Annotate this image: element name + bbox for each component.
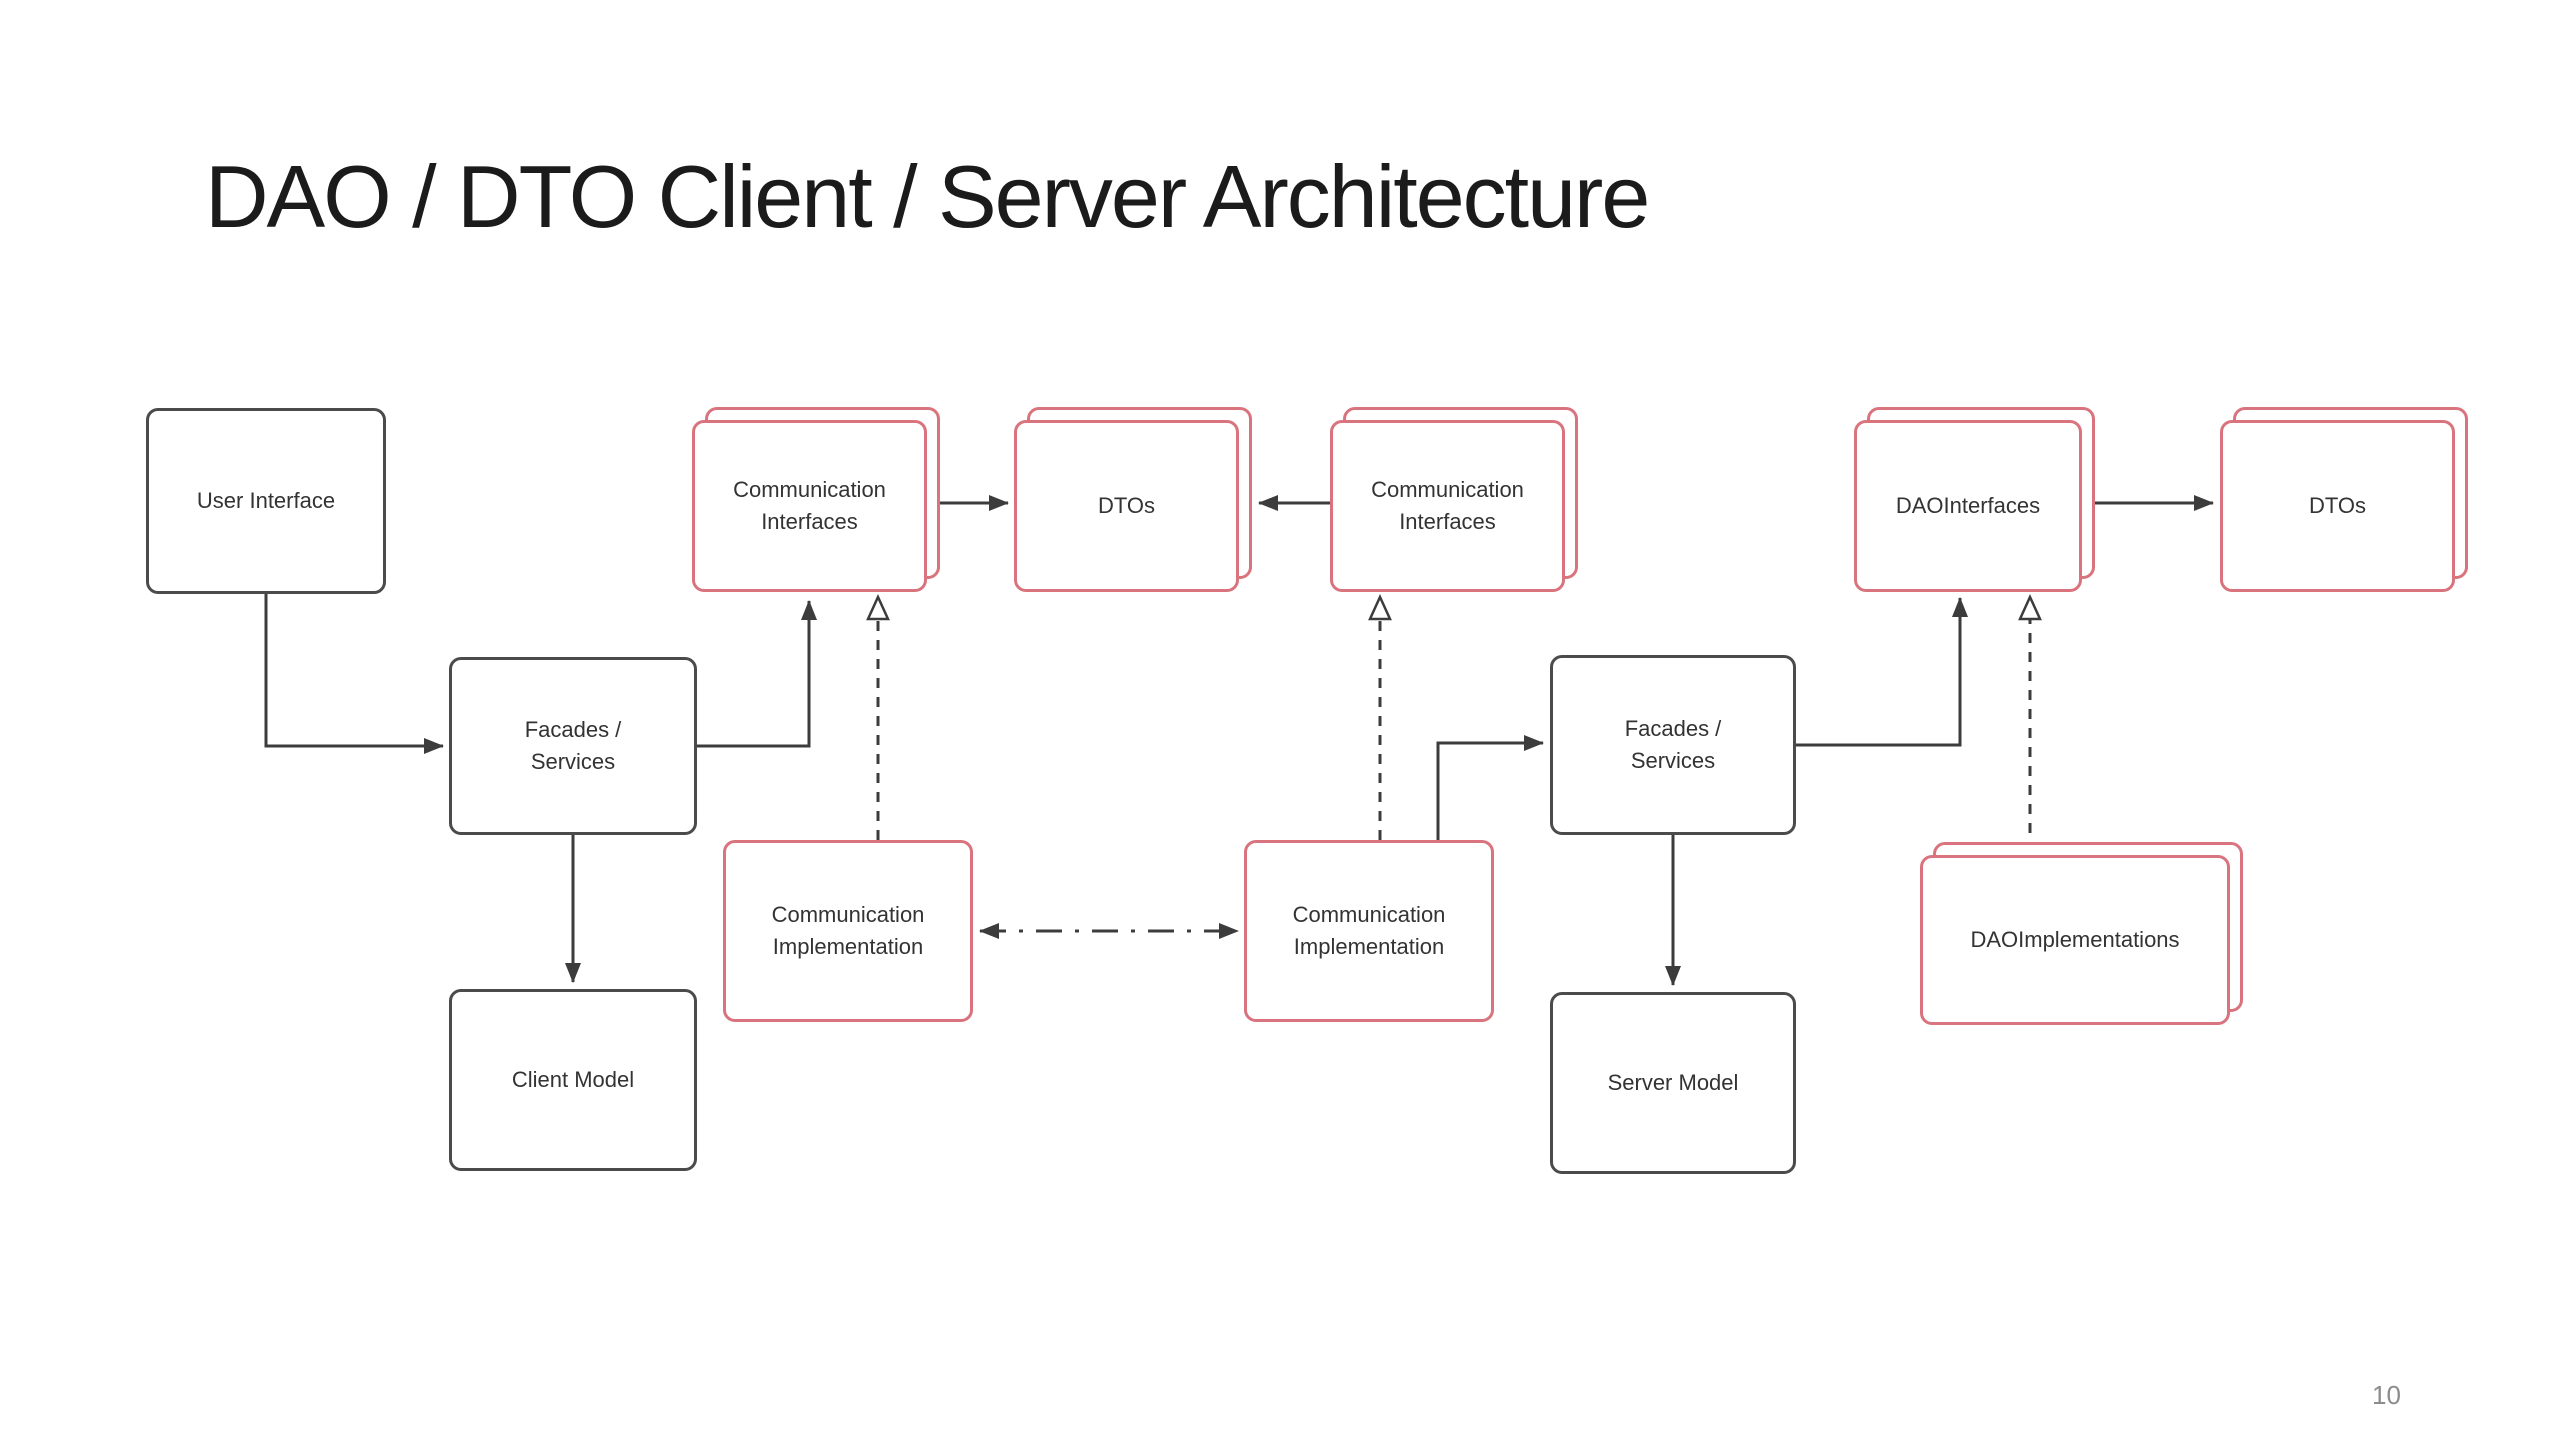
node-box: Communication Implementation [1244, 840, 1494, 1022]
node-box: DTOs [2220, 420, 2455, 592]
node-label: User Interface [196, 488, 336, 514]
node-box: Facades / Services [1550, 655, 1796, 835]
node-label: Facades / Services [1624, 716, 1722, 773]
node-dao-implementations: DAOImplementations [1920, 842, 2243, 1025]
node-box: DAOInterfaces [1854, 420, 2082, 592]
node-label: Server Model [1607, 1070, 1739, 1096]
node-dtos-client: DTOs [1014, 407, 1252, 592]
page-number: 10 [2372, 1380, 2401, 1410]
node-facades-services-server: Facades / Services [1550, 655, 1796, 835]
node-label: Facades / Services [524, 717, 622, 774]
node-box: Client Model [449, 989, 697, 1171]
node-dao-interfaces: DAOInterfaces [1854, 407, 2095, 592]
node-box: Communication Interfaces [692, 420, 927, 592]
node-dtos-server: DTOs [2220, 407, 2468, 592]
edge-ui-to-facades [264, 594, 444, 754]
node-box: Communication Interfaces [1330, 420, 1565, 592]
node-client-model: Client Model [449, 989, 697, 1171]
node-comm-interfaces-client: Communication Interfaces [692, 407, 940, 592]
node-box: Communication Implementation [723, 840, 973, 1022]
node-label: Communication Interfaces [733, 477, 886, 534]
node-comm-interfaces-server: Communication Interfaces [1330, 407, 1578, 592]
node-box: DTOs [1014, 420, 1239, 592]
node-label: DAOInterfaces [1895, 493, 2041, 519]
node-label: DTOs [1097, 493, 1156, 519]
node-label: DAOImplementations [1970, 927, 2180, 953]
node-box: Facades / Services [449, 657, 697, 835]
node-comm-implementation-client: Communication Implementation [723, 840, 973, 1022]
node-facades-services-client: Facades / Services [449, 657, 697, 835]
node-label: Communication Implementation [1292, 902, 1446, 959]
edge-facades-to-comm-interfaces [697, 600, 817, 748]
node-label: Communication Interfaces [1371, 477, 1524, 534]
node-user-interface: User Interface [146, 408, 386, 594]
node-label: Communication Implementation [771, 902, 925, 959]
node-server-model: Server Model [1550, 992, 1796, 1174]
node-box: DAOImplementations [1920, 855, 2230, 1025]
node-label: DTOs [2308, 493, 2367, 519]
node-label: Client Model [511, 1067, 635, 1093]
node-comm-implementation-server: Communication Implementation [1244, 840, 1494, 1022]
node-box: User Interface [146, 408, 386, 594]
node-box: Server Model [1550, 992, 1796, 1174]
page-title: DAO / DTO Client / Server Architecture [205, 147, 1650, 246]
edge-comm-impl-to-facades-server [1436, 735, 1544, 840]
edge-facades-server-to-dao-interfaces [1796, 597, 1968, 747]
